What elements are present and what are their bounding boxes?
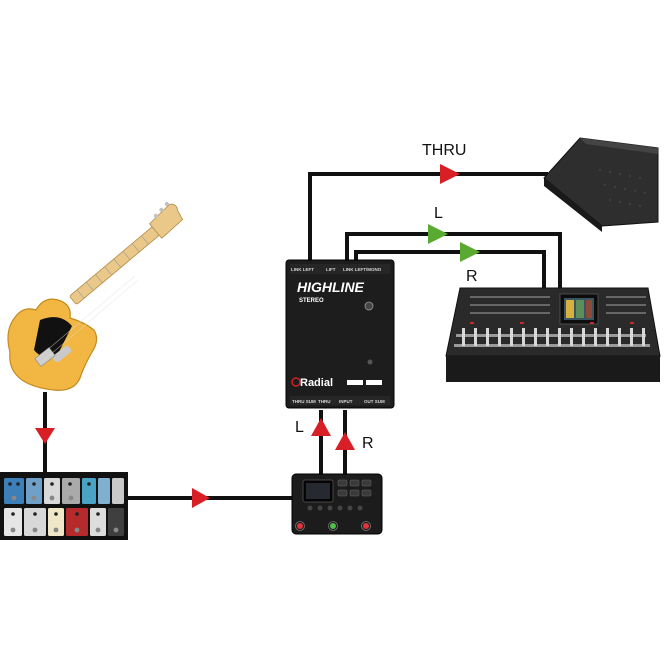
di-jack-label-link-left-mono: LINK LEFT/MONO — [343, 267, 382, 272]
label-console-right: R — [466, 268, 478, 285]
arrow-thru — [440, 164, 460, 184]
arrow-console-left — [428, 224, 448, 244]
cables — [43, 172, 562, 500]
radial-logo-icon — [291, 377, 301, 387]
footswitch-led-red — [297, 523, 303, 529]
arrow-modeler-left-up — [311, 418, 331, 436]
footswitch-led-green — [330, 523, 336, 529]
arrows — [35, 164, 480, 508]
label-thru: THRU — [422, 142, 466, 159]
di-box-image: LINK LEFT LIFT LINK LEFT/MONO HIGHLINE S… — [285, 259, 395, 409]
label-console-left: L — [434, 205, 443, 222]
cable-di-right-to-console — [354, 250, 546, 288]
guitar-modeler-image — [291, 473, 383, 535]
di-jack-label-lift: LIFT — [326, 267, 336, 272]
arrow-modeler-right-up — [335, 432, 355, 450]
stage-monitor-speaker-image — [543, 137, 659, 232]
cable-thru-to-monitor — [308, 172, 548, 260]
cable-di-left-to-console — [345, 232, 562, 288]
di-model: STEREO — [299, 298, 324, 304]
di-jack-label-out-sum: OUT SUM — [364, 399, 385, 404]
electric-guitar-image — [7, 201, 184, 391]
label-modeler-left: L — [295, 419, 304, 436]
arrow-guitar-down — [35, 428, 55, 444]
di-brand: HIGHLINE — [297, 279, 365, 295]
pedalboard-image — [0, 472, 128, 540]
arrow-console-right — [460, 242, 480, 262]
mixing-console-image — [445, 287, 661, 382]
di-jack-label-thru: THRU — [318, 399, 331, 404]
arrow-pedalboard-to-modeler — [192, 488, 210, 508]
di-jack-label-thru-sum: THRU SUM — [292, 399, 316, 404]
di-maker: Radial — [300, 377, 333, 389]
di-jack-label-input: INPUT — [339, 399, 353, 404]
footswitch-led-red-2 — [363, 523, 369, 529]
label-modeler-right: R — [362, 435, 374, 452]
di-jack-label-link-left: LINK LEFT — [291, 267, 314, 272]
di-screw — [367, 359, 373, 365]
di-ground-lift-switch — [364, 301, 374, 311]
